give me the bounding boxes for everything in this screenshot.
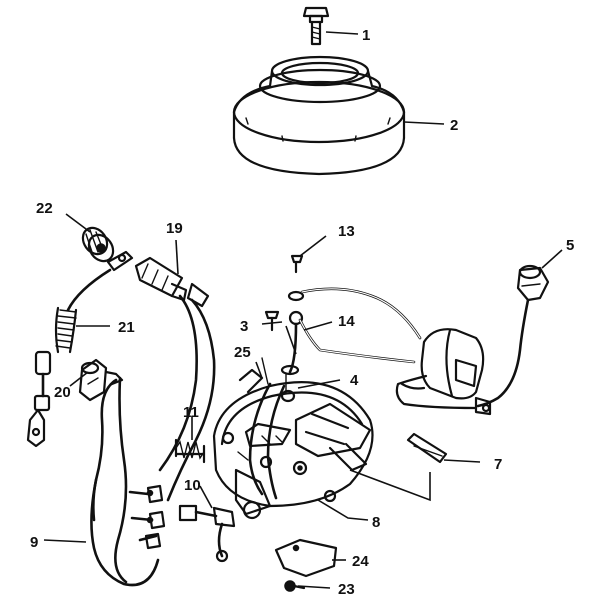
part-14-coil-wires[interactable]	[287, 287, 422, 374]
callout-24: 24	[352, 553, 369, 570]
part-20-switch[interactable]	[78, 358, 124, 402]
part-24-plate[interactable]	[274, 538, 338, 578]
callout-5: 5	[566, 237, 574, 254]
part-21-lanyard[interactable]	[26, 250, 134, 448]
callout-7: 7	[494, 456, 502, 473]
callout-1: 1	[362, 27, 370, 44]
callout-22: 22	[36, 200, 53, 217]
callout-3: 3	[240, 318, 248, 335]
part-8-stator-plate[interactable]	[212, 368, 374, 520]
callout-2: 2	[450, 117, 458, 134]
callout-20: 20	[54, 384, 71, 401]
part-9-wire-harness[interactable]	[90, 294, 216, 587]
callout-13: 13	[338, 223, 355, 240]
callout-9: 9	[30, 534, 38, 551]
part-25-wires[interactable]	[248, 357, 286, 500]
part-22-knob[interactable]	[78, 223, 118, 266]
callout-10: 10	[184, 477, 201, 494]
part-10-terminal[interactable]	[178, 504, 236, 563]
callout-21: 21	[118, 319, 135, 336]
callout-labels: 1 2 3 4 5 7 8 9 10 11 13 14 19 20 21 22 …	[30, 27, 574, 598]
part-19-connector[interactable]	[134, 256, 210, 308]
part-11-spring[interactable]	[174, 438, 206, 464]
part-7-insulator[interactable]	[406, 432, 448, 464]
callout-11: 11	[183, 404, 199, 421]
part-13-screw[interactable]	[290, 254, 304, 274]
part-1-bolt[interactable]	[302, 6, 330, 46]
callout-8: 8	[372, 514, 380, 531]
ignition-coil[interactable]	[395, 328, 485, 410]
callout-19: 19	[166, 220, 183, 237]
leader-lines	[43, 31, 563, 589]
part-3-screw[interactable]	[264, 310, 280, 332]
part-23-screw[interactable]	[284, 580, 306, 592]
part-5-spark-plug-boot[interactable]	[474, 264, 550, 416]
callout-23: 23	[338, 581, 355, 598]
callout-25: 25	[234, 344, 251, 361]
part-2-flywheel[interactable]	[232, 55, 406, 176]
callout-14: 14	[338, 313, 355, 330]
callout-4: 4	[350, 372, 359, 389]
